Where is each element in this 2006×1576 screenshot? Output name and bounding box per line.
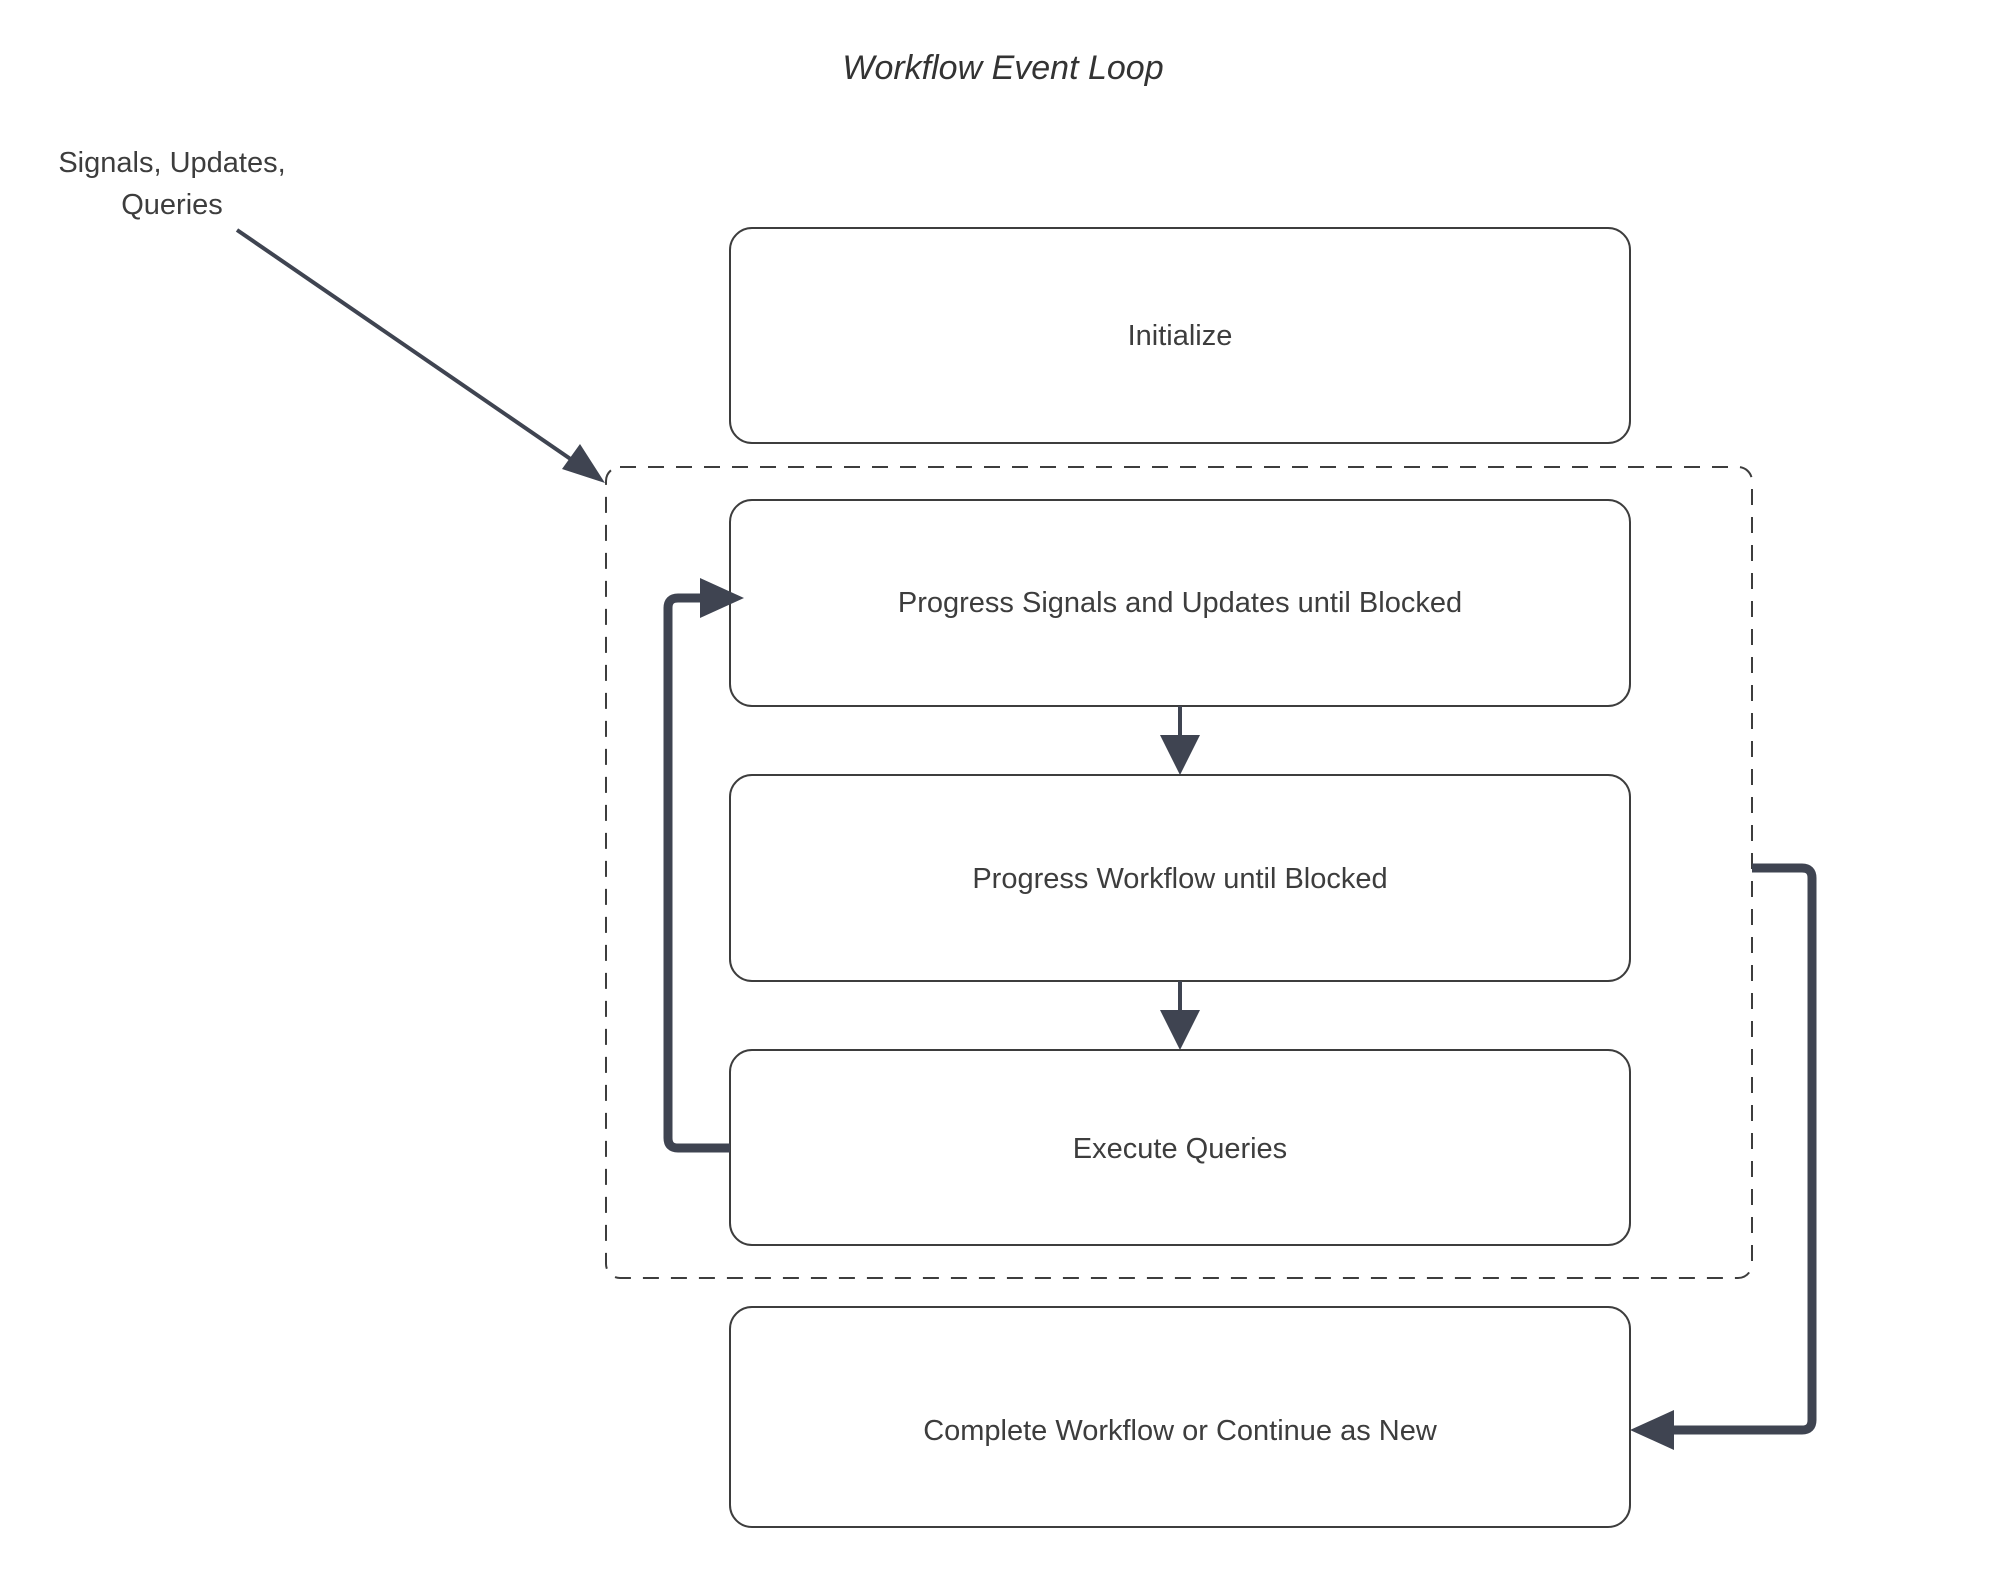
edge-signals-to-group-arrowhead	[562, 444, 605, 483]
event-loop-group-container	[605, 466, 1753, 1279]
edge-signals-to-group	[235, 228, 590, 473]
diagram-title: Workflow Event Loop	[842, 49, 1163, 87]
edge-group-to-complete-arrowhead	[1630, 1410, 1674, 1450]
node-execute-queries-label: Execute Queries	[1073, 1133, 1287, 1165]
edge-signals-to-workflow-arrowhead	[1160, 735, 1200, 775]
node-complete-workflow-label: Complete Workflow or Continue as New	[923, 1415, 1438, 1447]
node-initialize	[729, 227, 1631, 444]
signals-updates-queries-label-line2: Queries	[121, 189, 223, 221]
node-initialize-label: Initialize	[1128, 320, 1233, 352]
node-progress-signals-updates-label: Progress Signals and Updates until Block…	[898, 587, 1462, 619]
edge-group-to-complete-loop	[1662, 863, 1817, 1435]
node-progress-workflow-label: Progress Workflow until Blocked	[972, 863, 1387, 895]
edge-workflow-to-queries-arrowhead	[1160, 1010, 1200, 1050]
edge-queries-to-signals-arrowhead	[700, 578, 744, 618]
node-complete-workflow	[729, 1306, 1631, 1528]
signals-updates-queries-label-line1: Signals, Updates,	[58, 147, 285, 179]
edge-queries-to-signals-loop	[663, 593, 730, 1153]
